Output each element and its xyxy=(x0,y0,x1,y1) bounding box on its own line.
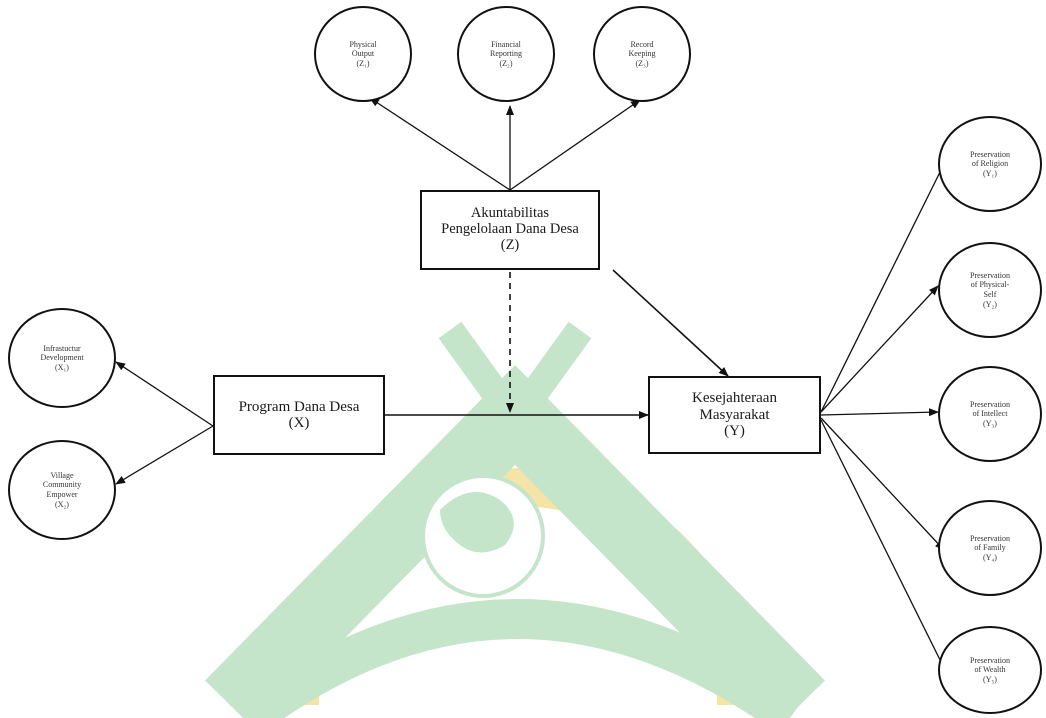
indicator-y2-text-4: (Y₂) xyxy=(983,299,997,309)
indicator-x2-text-3: Empower xyxy=(46,490,78,499)
indicator-y2-text-1: Preservation xyxy=(970,270,1010,280)
arrow-y-to-y2 xyxy=(820,285,939,413)
indicator-y4: Preservation of Family (Y₄) xyxy=(938,500,1042,596)
indicator-y2-text-2: of Physical- xyxy=(970,280,1010,290)
arrow-z-to-z3 xyxy=(509,99,641,191)
arrow-x-to-x1 xyxy=(115,361,214,427)
indicator-z3-text-3: (Z₃) xyxy=(635,58,649,68)
indicator-y1: Preservation of Religion (Y₁) xyxy=(938,116,1042,212)
indicator-y3-text-2: of Intellect xyxy=(972,409,1008,419)
indicator-x1: Infrastuctur Development (X₁) xyxy=(8,308,116,408)
arrow-y-to-y5 xyxy=(820,419,951,681)
indicator-y4-text-3: (Y₄) xyxy=(983,552,997,562)
indicator-z2-text-1: Financial xyxy=(491,39,521,49)
construct-x-label-2: (X) xyxy=(288,415,310,431)
indicator-y5: Preservation of Wealth (Y₅) xyxy=(938,626,1042,714)
indicator-z2-text-2: Reporting xyxy=(490,49,522,59)
watermark-crown xyxy=(438,321,592,444)
indicator-y1-text-3: (Y₁) xyxy=(983,168,997,178)
indicator-z1-text-1: Physical xyxy=(349,39,377,49)
arrow-y-to-y3 xyxy=(820,408,939,417)
indicator-y2-text-3: Self xyxy=(983,290,997,299)
indicator-y5-text-2: of Wealth xyxy=(974,665,1006,675)
indicator-x2-text-4: (X₂) xyxy=(55,499,69,509)
indicator-x2: Village Community Empower (X₂) xyxy=(8,440,116,540)
indicator-x1-text-2: Development xyxy=(40,353,84,363)
construct-y-label-3: (Y) xyxy=(724,423,745,440)
construct-y-box: Kesejahteraan Masyarakat (Y) xyxy=(648,376,821,454)
indicator-z2: Financial Reporting (Z₂) xyxy=(457,6,555,102)
indicator-z3-text-2: Keeping xyxy=(628,49,656,59)
indicator-y3: Preservation of Intellect (Y₃) xyxy=(938,366,1042,462)
indicator-z3: Record Keeping (Z₃) xyxy=(593,6,691,102)
indicator-x2-text-1: Village xyxy=(50,470,74,480)
indicator-y4-text-1: Preservation xyxy=(970,533,1010,543)
construct-x-label-1: Program Dana Desa xyxy=(238,398,360,415)
arrow-z-to-y xyxy=(612,269,729,377)
indicator-y2: Preservation of Physical- Self (Y₂) xyxy=(938,242,1042,338)
indicator-y5-text-1: Preservation xyxy=(970,655,1010,665)
arrow-z-to-z1 xyxy=(369,97,511,191)
arrow-x-to-x2 xyxy=(115,425,214,485)
connectors xyxy=(115,97,951,681)
indicator-y4-text-2: of Family xyxy=(974,543,1006,553)
construct-y-label-1: Kesejahteraan xyxy=(692,390,777,407)
watermark-band xyxy=(238,599,802,718)
watermark-continent xyxy=(440,492,514,553)
indicator-z1: Physical Output (Z₁) xyxy=(314,6,412,102)
indicator-z1-text-3: (Z₁) xyxy=(356,58,370,68)
indicator-y3-text-1: Preservation xyxy=(970,399,1010,409)
arrow-y-to-y1 xyxy=(820,159,947,413)
indicator-y1-text-1: Preservation xyxy=(970,149,1010,159)
indicator-y1-text-2: of Religion xyxy=(971,159,1009,169)
construct-z-label-3: (Z) xyxy=(500,236,520,253)
arrow-y-to-y4 xyxy=(820,417,945,551)
construct-z-label-1: Akuntabilitas xyxy=(470,205,550,222)
construct-z-label-2: Pengelolaan Dana Desa xyxy=(441,221,579,238)
indicator-x1-text-1: Infrastuctur xyxy=(43,343,81,353)
indicator-z1-text-2: Output xyxy=(351,49,375,59)
indicator-x1-text-3: (X₁) xyxy=(55,362,69,372)
construct-y-label-2: Masyarakat xyxy=(699,406,770,423)
indicator-y5-text-3: (Y₅) xyxy=(983,674,997,684)
indicator-z2-text-3: (Z₂) xyxy=(499,58,513,68)
construct-x-box: Program Dana Desa (X) xyxy=(213,375,385,455)
indicator-z3-text-1: Record xyxy=(630,39,654,49)
watermark-logo xyxy=(205,321,825,718)
indicator-y3-text-3: (Y₃) xyxy=(983,418,997,428)
construct-z-box: Akuntabilitas Pengelolaan Dana Desa (Z) xyxy=(420,190,600,270)
indicator-x2-text-2: Community xyxy=(42,480,82,490)
